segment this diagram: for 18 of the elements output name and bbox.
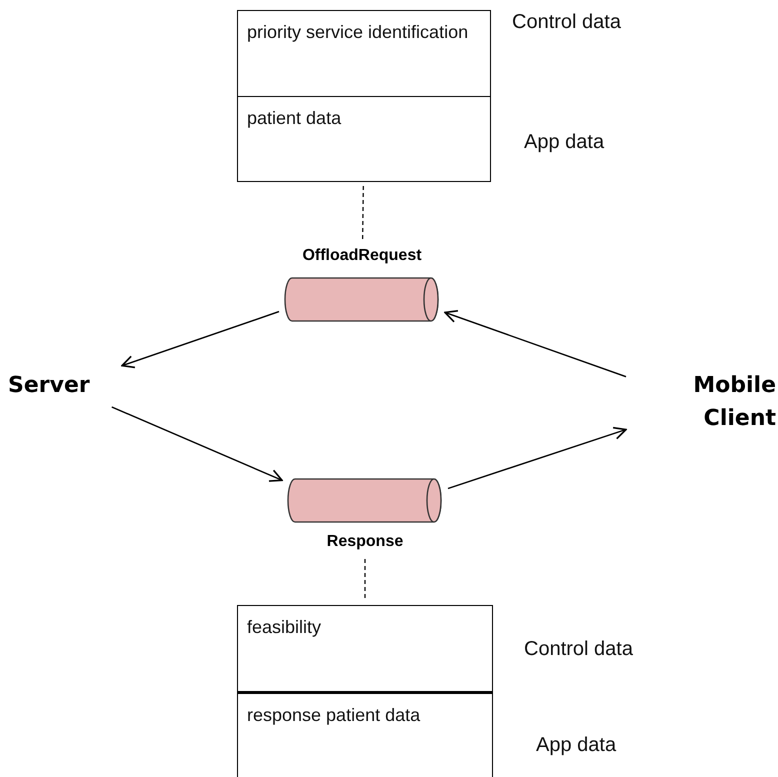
actor-label: Server	[8, 372, 91, 400]
dashed-link	[362, 186, 364, 239]
section-caption: Control data	[512, 11, 621, 34]
arrow	[112, 406, 283, 482]
arrow	[121, 310, 280, 368]
field-list: feasibility	[247, 612, 486, 644]
message-label: OffloadRequest	[301, 247, 423, 265]
arrow	[448, 426, 627, 490]
section-caption: App data	[524, 131, 604, 154]
arrow	[444, 310, 626, 378]
dashed-link	[364, 559, 366, 601]
field-list: response patient data	[247, 700, 486, 732]
section-caption: App data	[536, 734, 616, 757]
actor-label: Mobile Client	[692, 372, 776, 433]
message-label: Response	[326, 533, 404, 551]
section-caption: Control data	[524, 638, 633, 661]
field-list: priority service identification	[247, 17, 484, 48]
field-list: patient data	[247, 103, 484, 134]
